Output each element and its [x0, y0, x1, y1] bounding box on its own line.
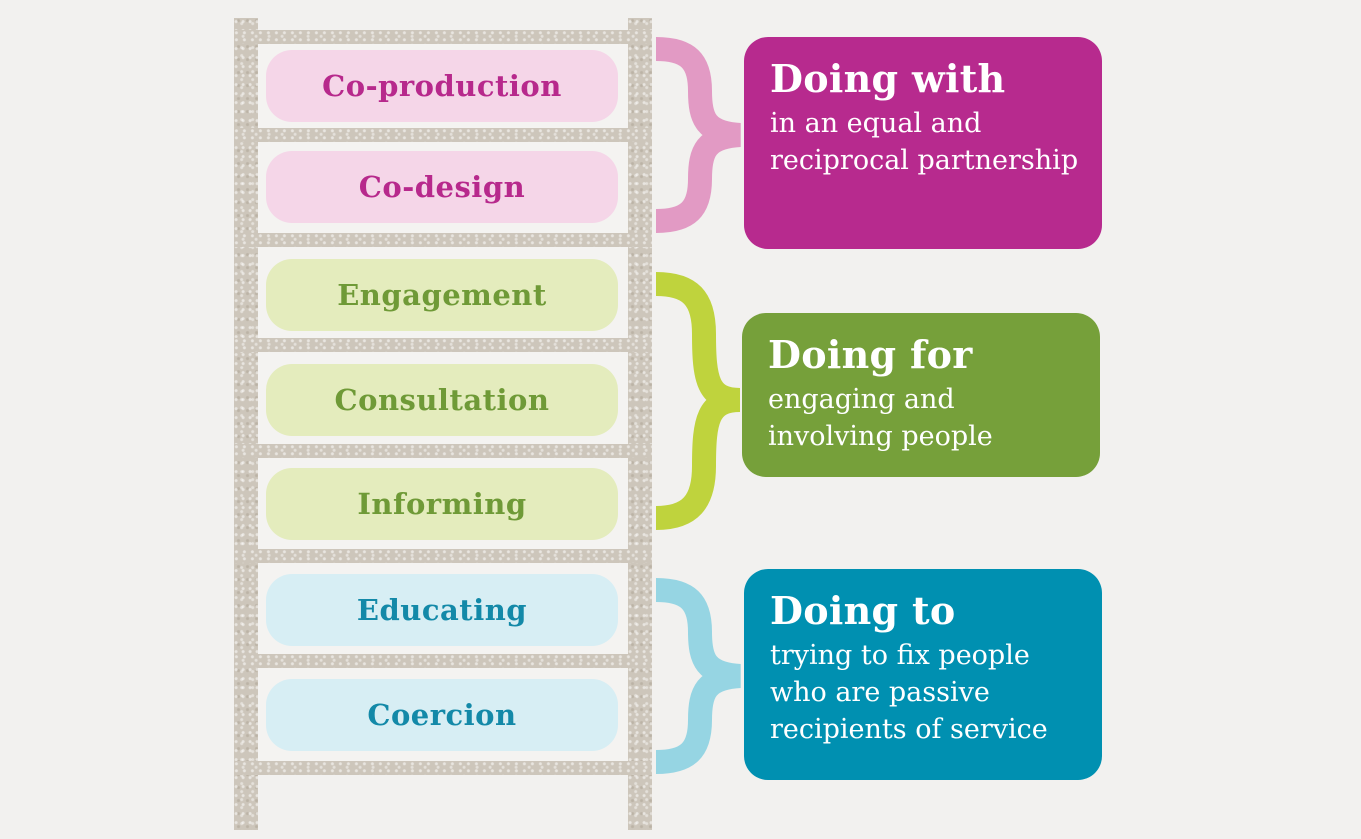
ladder-left-rail — [234, 18, 258, 830]
ladder-rung — [234, 654, 652, 668]
ladder-rung — [234, 128, 652, 142]
group-title: Doing to — [770, 588, 956, 633]
ladder-right-rail — [628, 18, 652, 830]
ladder-rung — [234, 233, 652, 247]
step-label: Informing — [357, 487, 527, 521]
group-title: Doing for — [768, 332, 973, 377]
group-doing-to: Doing to trying to fix people who are pa… — [744, 569, 1102, 780]
ladder-rung — [234, 761, 652, 775]
step-label: Educating — [356, 593, 528, 627]
step-co-production: Co-production — [266, 50, 618, 122]
step-informing: Informing — [266, 468, 618, 540]
brace-doing-to — [655, 578, 742, 774]
group-doing-with: Doing with in an equal and reciprocal pa… — [744, 37, 1102, 249]
step-consultation: Consultation — [266, 364, 618, 436]
step-label: Engagement — [337, 278, 547, 312]
ladder-rung — [234, 444, 652, 458]
step-label: Co-production — [322, 69, 562, 103]
group-doing-for: Doing for engaging and involving people — [742, 313, 1100, 477]
ladder-rung — [234, 549, 652, 563]
group-description: engaging and involving people — [768, 384, 993, 452]
group-description: trying to fix people who are passive rec… — [770, 640, 1048, 745]
step-engagement: Engagement — [266, 259, 618, 331]
step-educating: Educating — [266, 574, 618, 646]
brace-doing-with — [655, 37, 742, 233]
step-label: Consultation — [334, 383, 550, 417]
step-coercion: Coercion — [266, 679, 618, 751]
brace-doing-for — [655, 272, 741, 530]
step-label: Coercion — [367, 698, 517, 732]
group-title: Doing with — [770, 56, 1006, 101]
ladder-rung — [234, 338, 652, 352]
step-label: Co-design — [358, 170, 526, 204]
group-description: in an equal and reciprocal partnership — [770, 108, 1079, 176]
ladder-rung — [234, 30, 652, 44]
step-co-design: Co-design — [266, 151, 618, 223]
